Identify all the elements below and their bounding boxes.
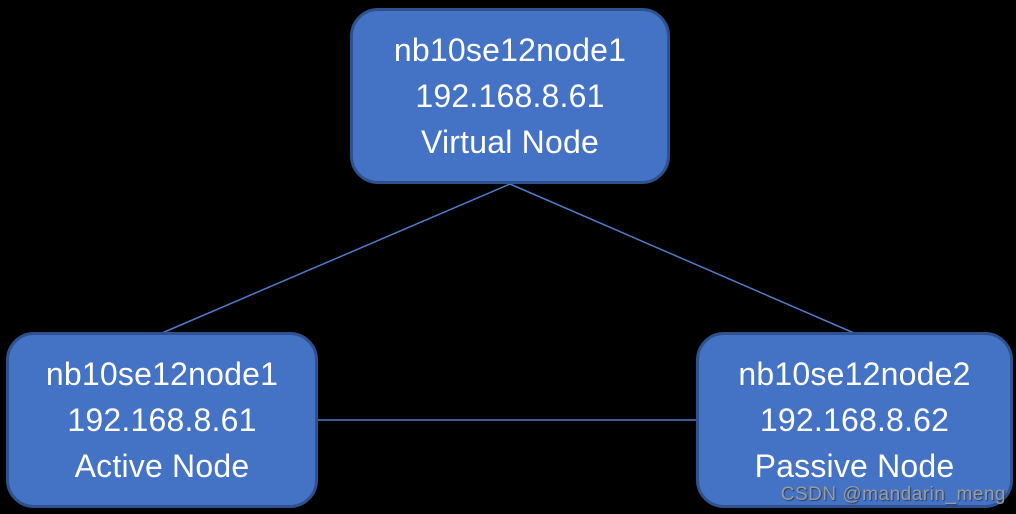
node-ip: 192.168.8.61 xyxy=(415,78,605,114)
connector-virtual-active xyxy=(161,183,511,334)
node-role: Active Node xyxy=(74,448,250,484)
watermark: CSDN @mandarin_meng xyxy=(780,484,1006,505)
node-role: Passive Node xyxy=(754,448,955,484)
node-ip: 192.168.8.61 xyxy=(67,402,257,438)
node-active[interactable]: nb10se12node1 192.168.8.61 Active Node xyxy=(6,332,318,508)
node-hostname: nb10se12node1 xyxy=(45,356,279,392)
connector-virtual-passive xyxy=(509,183,855,334)
node-virtual[interactable]: nb10se12node1 192.168.8.61 Virtual Node xyxy=(350,8,670,184)
node-role: Virtual Node xyxy=(421,124,599,160)
node-ip: 192.168.8.62 xyxy=(759,402,950,438)
node-hostname: nb10se12node1 xyxy=(393,32,627,68)
node-hostname: nb10se12node2 xyxy=(738,356,971,392)
node-passive[interactable]: nb10se12node2 192.168.8.62 Passive Node xyxy=(696,332,1013,508)
